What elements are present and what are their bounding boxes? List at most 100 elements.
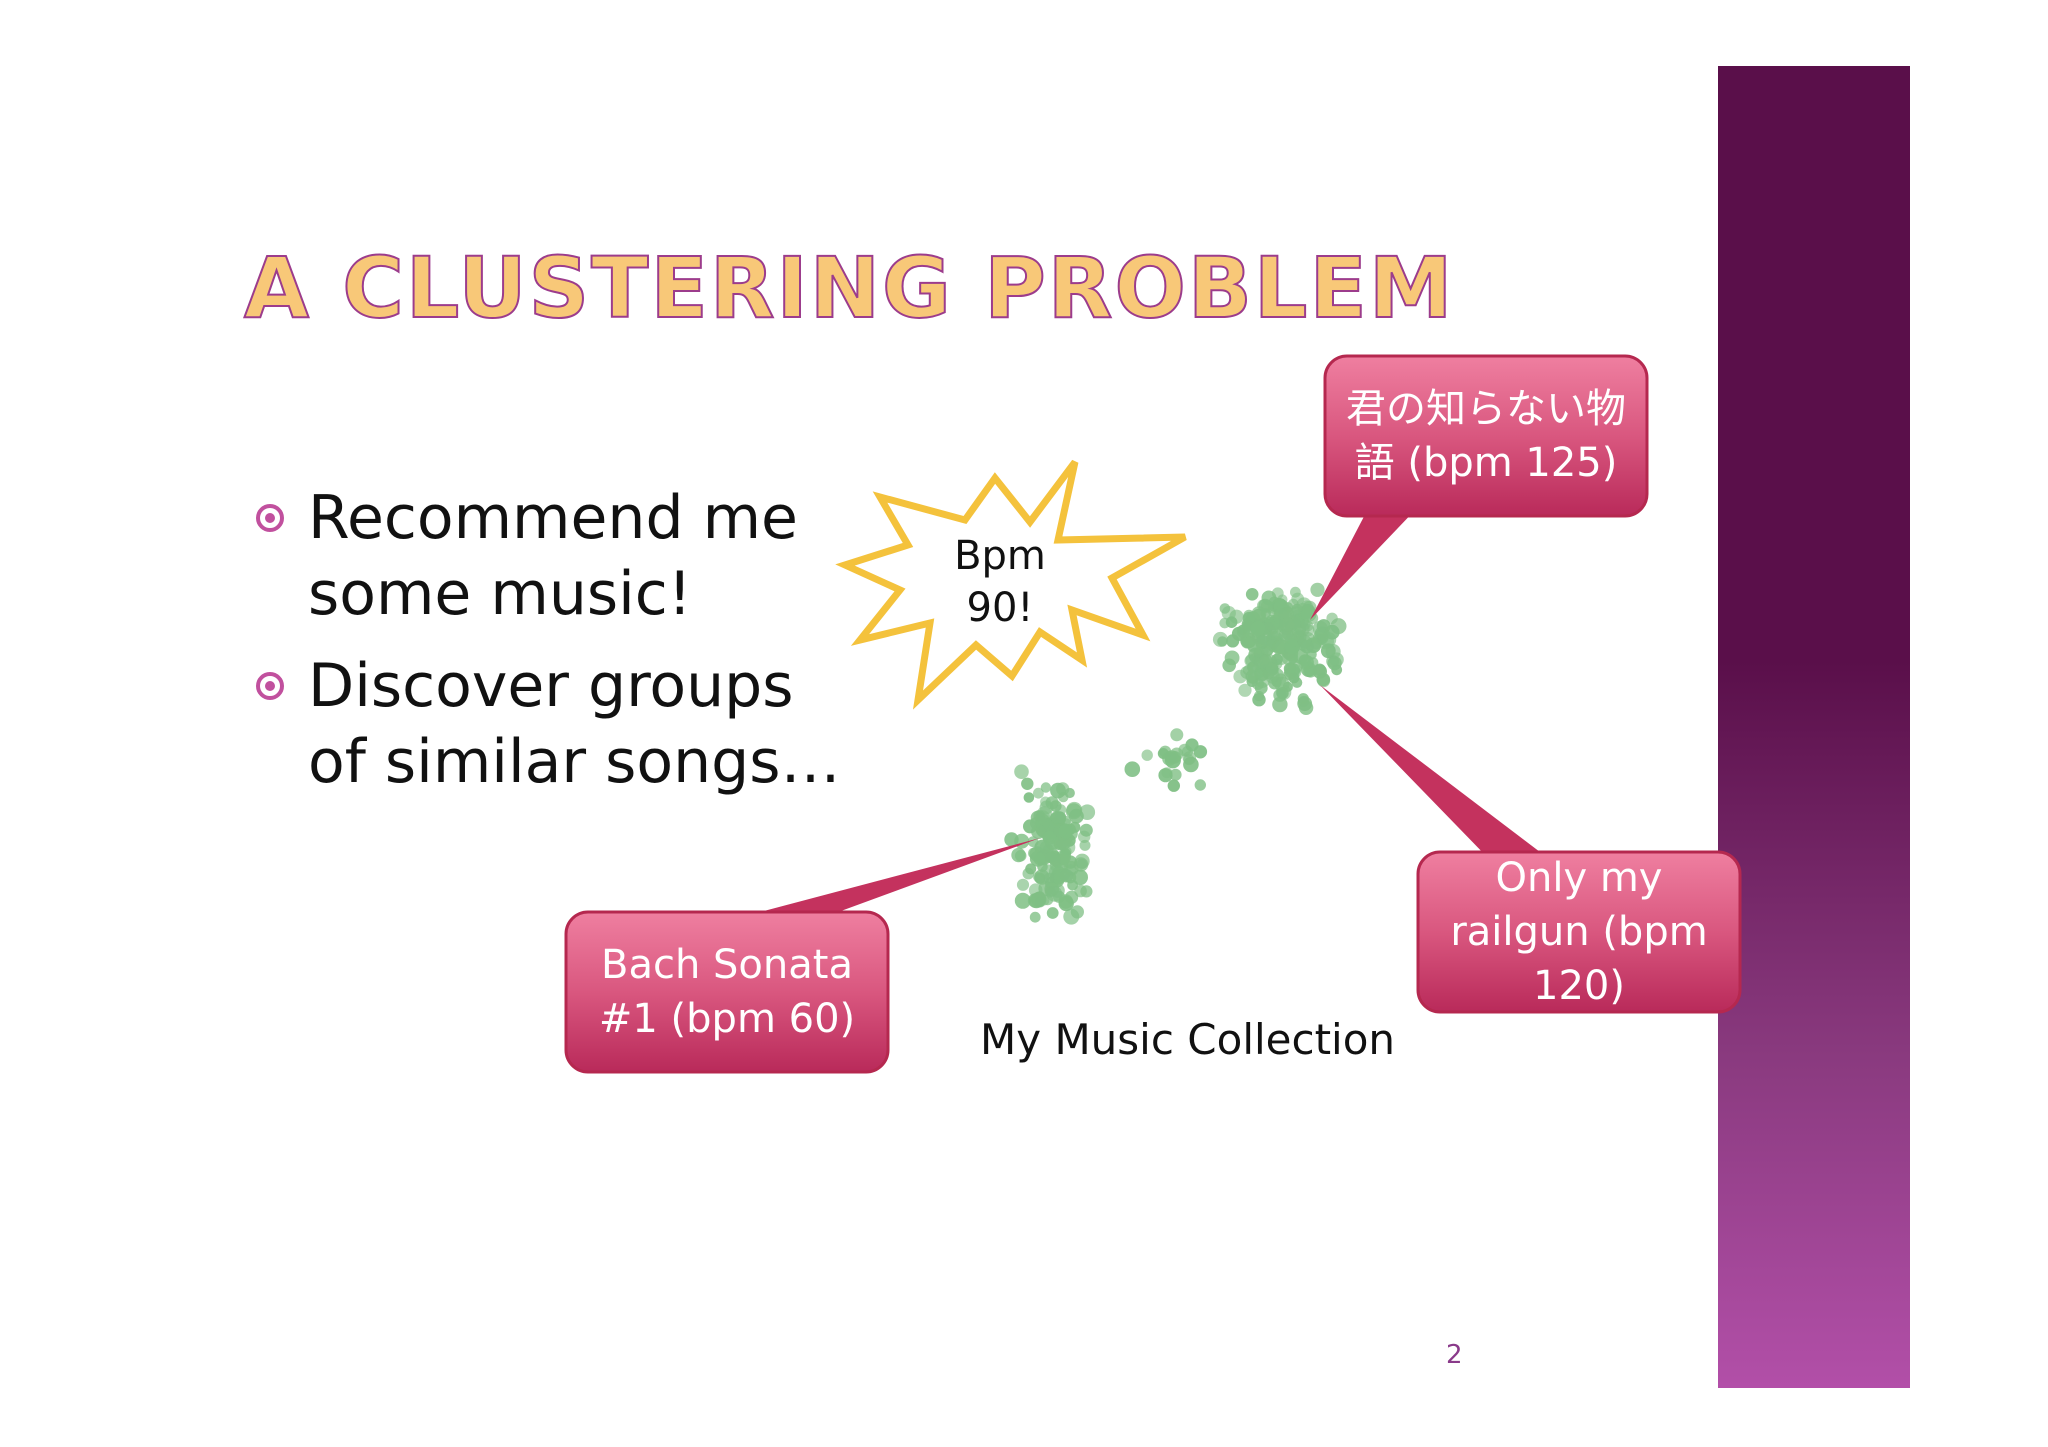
scatter-dot: [1032, 871, 1044, 882]
scatter-dot: [1040, 782, 1052, 793]
scatter-dot: [1252, 693, 1266, 707]
scatter-dot: [1273, 599, 1289, 615]
scatter-dot: [1271, 676, 1282, 688]
scatter-dot: [1064, 826, 1078, 841]
scatter-dot: [1247, 672, 1259, 684]
scatter-dot: [1069, 808, 1084, 824]
scatter-dot: [1284, 634, 1298, 648]
scatter-dot: [1029, 850, 1046, 867]
scatter-dot: [1049, 811, 1066, 828]
scatter-dot: [1036, 852, 1049, 865]
scatter-dot: [1306, 649, 1317, 660]
scatter-dot: [1283, 662, 1297, 675]
scatter-dot: [1300, 604, 1316, 619]
scatter-dot: [1241, 617, 1256, 632]
scatter-dot: [1290, 667, 1302, 678]
scatter-dot: [1310, 638, 1322, 650]
scatter-dot: [1265, 634, 1276, 645]
scatter-dot: [1293, 613, 1306, 625]
scatter-dot: [1059, 818, 1072, 832]
scatter-dot: [1246, 675, 1258, 688]
scatter-dot: [1078, 830, 1091, 843]
scatter-dot: [1276, 620, 1287, 631]
scatter-dot: [1259, 619, 1274, 635]
scatter-dot: [1256, 617, 1272, 633]
scatter-dot: [1274, 673, 1287, 686]
scatter-dot: [1074, 884, 1087, 898]
scatter-dot: [1273, 688, 1287, 702]
scatter-dot: [1242, 611, 1256, 625]
scatter-dot: [1022, 867, 1035, 880]
scatter-dot: [1050, 811, 1063, 824]
scatter-dot: [1034, 896, 1046, 908]
scatter-dot: [1063, 855, 1078, 869]
scatter-dot: [1271, 653, 1283, 665]
scatter-dot: [1306, 612, 1319, 625]
scatter-dot: [1027, 836, 1039, 848]
scatter-dot: [1057, 853, 1070, 866]
scatter-dot: [1046, 825, 1061, 840]
scatter-dot: [1058, 824, 1074, 839]
scatter-dot: [1268, 664, 1279, 676]
scatter-dot: [1246, 611, 1261, 626]
scatter-dot: [1313, 633, 1325, 645]
scatter-dot: [1282, 681, 1293, 693]
scatter-dot: [1049, 817, 1061, 830]
scatter-dot: [1298, 654, 1311, 667]
scatter-dot: [1141, 749, 1153, 761]
scatter-dot: [1255, 639, 1266, 650]
scatter-dot: [1313, 663, 1326, 676]
scatter-dot: [1286, 642, 1298, 653]
scatter-dot: [1255, 634, 1270, 650]
scatter-dot: [1266, 622, 1279, 635]
scatter-dot: [1267, 616, 1282, 631]
scatter-dot: [1245, 670, 1259, 683]
scatter-dot: [1281, 650, 1298, 666]
scatter-dot: [1259, 654, 1273, 668]
scatter-dot: [1290, 586, 1301, 598]
scatter-dot: [1268, 614, 1283, 629]
scatter-dot: [1290, 609, 1305, 625]
scatter-dot: [1040, 796, 1051, 808]
scatter-dot: [1247, 639, 1262, 654]
scatter-dot: [1053, 872, 1066, 885]
scatter-dot: [1045, 823, 1057, 834]
scatter-dot: [1023, 819, 1037, 834]
scatter-dot: [1053, 836, 1068, 851]
scatter-dot: [1063, 908, 1080, 925]
scatter-dot: [1264, 614, 1280, 630]
scatter-dot: [1292, 636, 1304, 648]
scatter-dot: [1124, 761, 1141, 777]
scatter-dot: [1038, 849, 1052, 863]
scatter-dot: [1275, 684, 1292, 700]
scatter-dot: [1284, 620, 1296, 631]
scatter-dot: [1298, 700, 1314, 715]
scatter-dot: [1049, 851, 1062, 864]
scatter-dot: [1294, 623, 1307, 636]
scatter-dot: [1259, 660, 1273, 673]
scatter-dot: [1284, 662, 1300, 679]
scatter-dot: [1253, 690, 1265, 702]
scatter-dot: [1040, 818, 1055, 833]
scatter-dot: [1028, 883, 1043, 897]
scatter-dot: [1278, 604, 1293, 619]
scatter-dot: [1258, 664, 1270, 676]
scatter-dot: [1281, 643, 1293, 654]
scatter-dot: [1266, 639, 1278, 651]
scatter-dot: [1219, 603, 1231, 614]
scatter-dot: [1256, 628, 1272, 645]
scatter-dot: [1287, 615, 1301, 630]
scatter-dot: [1290, 606, 1302, 619]
scatter-dot: [1168, 751, 1182, 764]
scatter-dot: [1290, 619, 1302, 630]
scatter-dot: [1259, 654, 1270, 666]
scatter-dot: [1037, 861, 1048, 872]
scatter-dot: [1051, 819, 1064, 833]
scatter-dot: [1257, 617, 1271, 631]
scatter-dot: [1066, 801, 1083, 818]
scatter-dot: [1257, 639, 1268, 650]
scatter-dot: [1261, 590, 1277, 606]
scatter-dot: [1254, 668, 1269, 682]
scatter-dot: [1276, 687, 1289, 700]
scatter-dot: [1247, 661, 1260, 674]
